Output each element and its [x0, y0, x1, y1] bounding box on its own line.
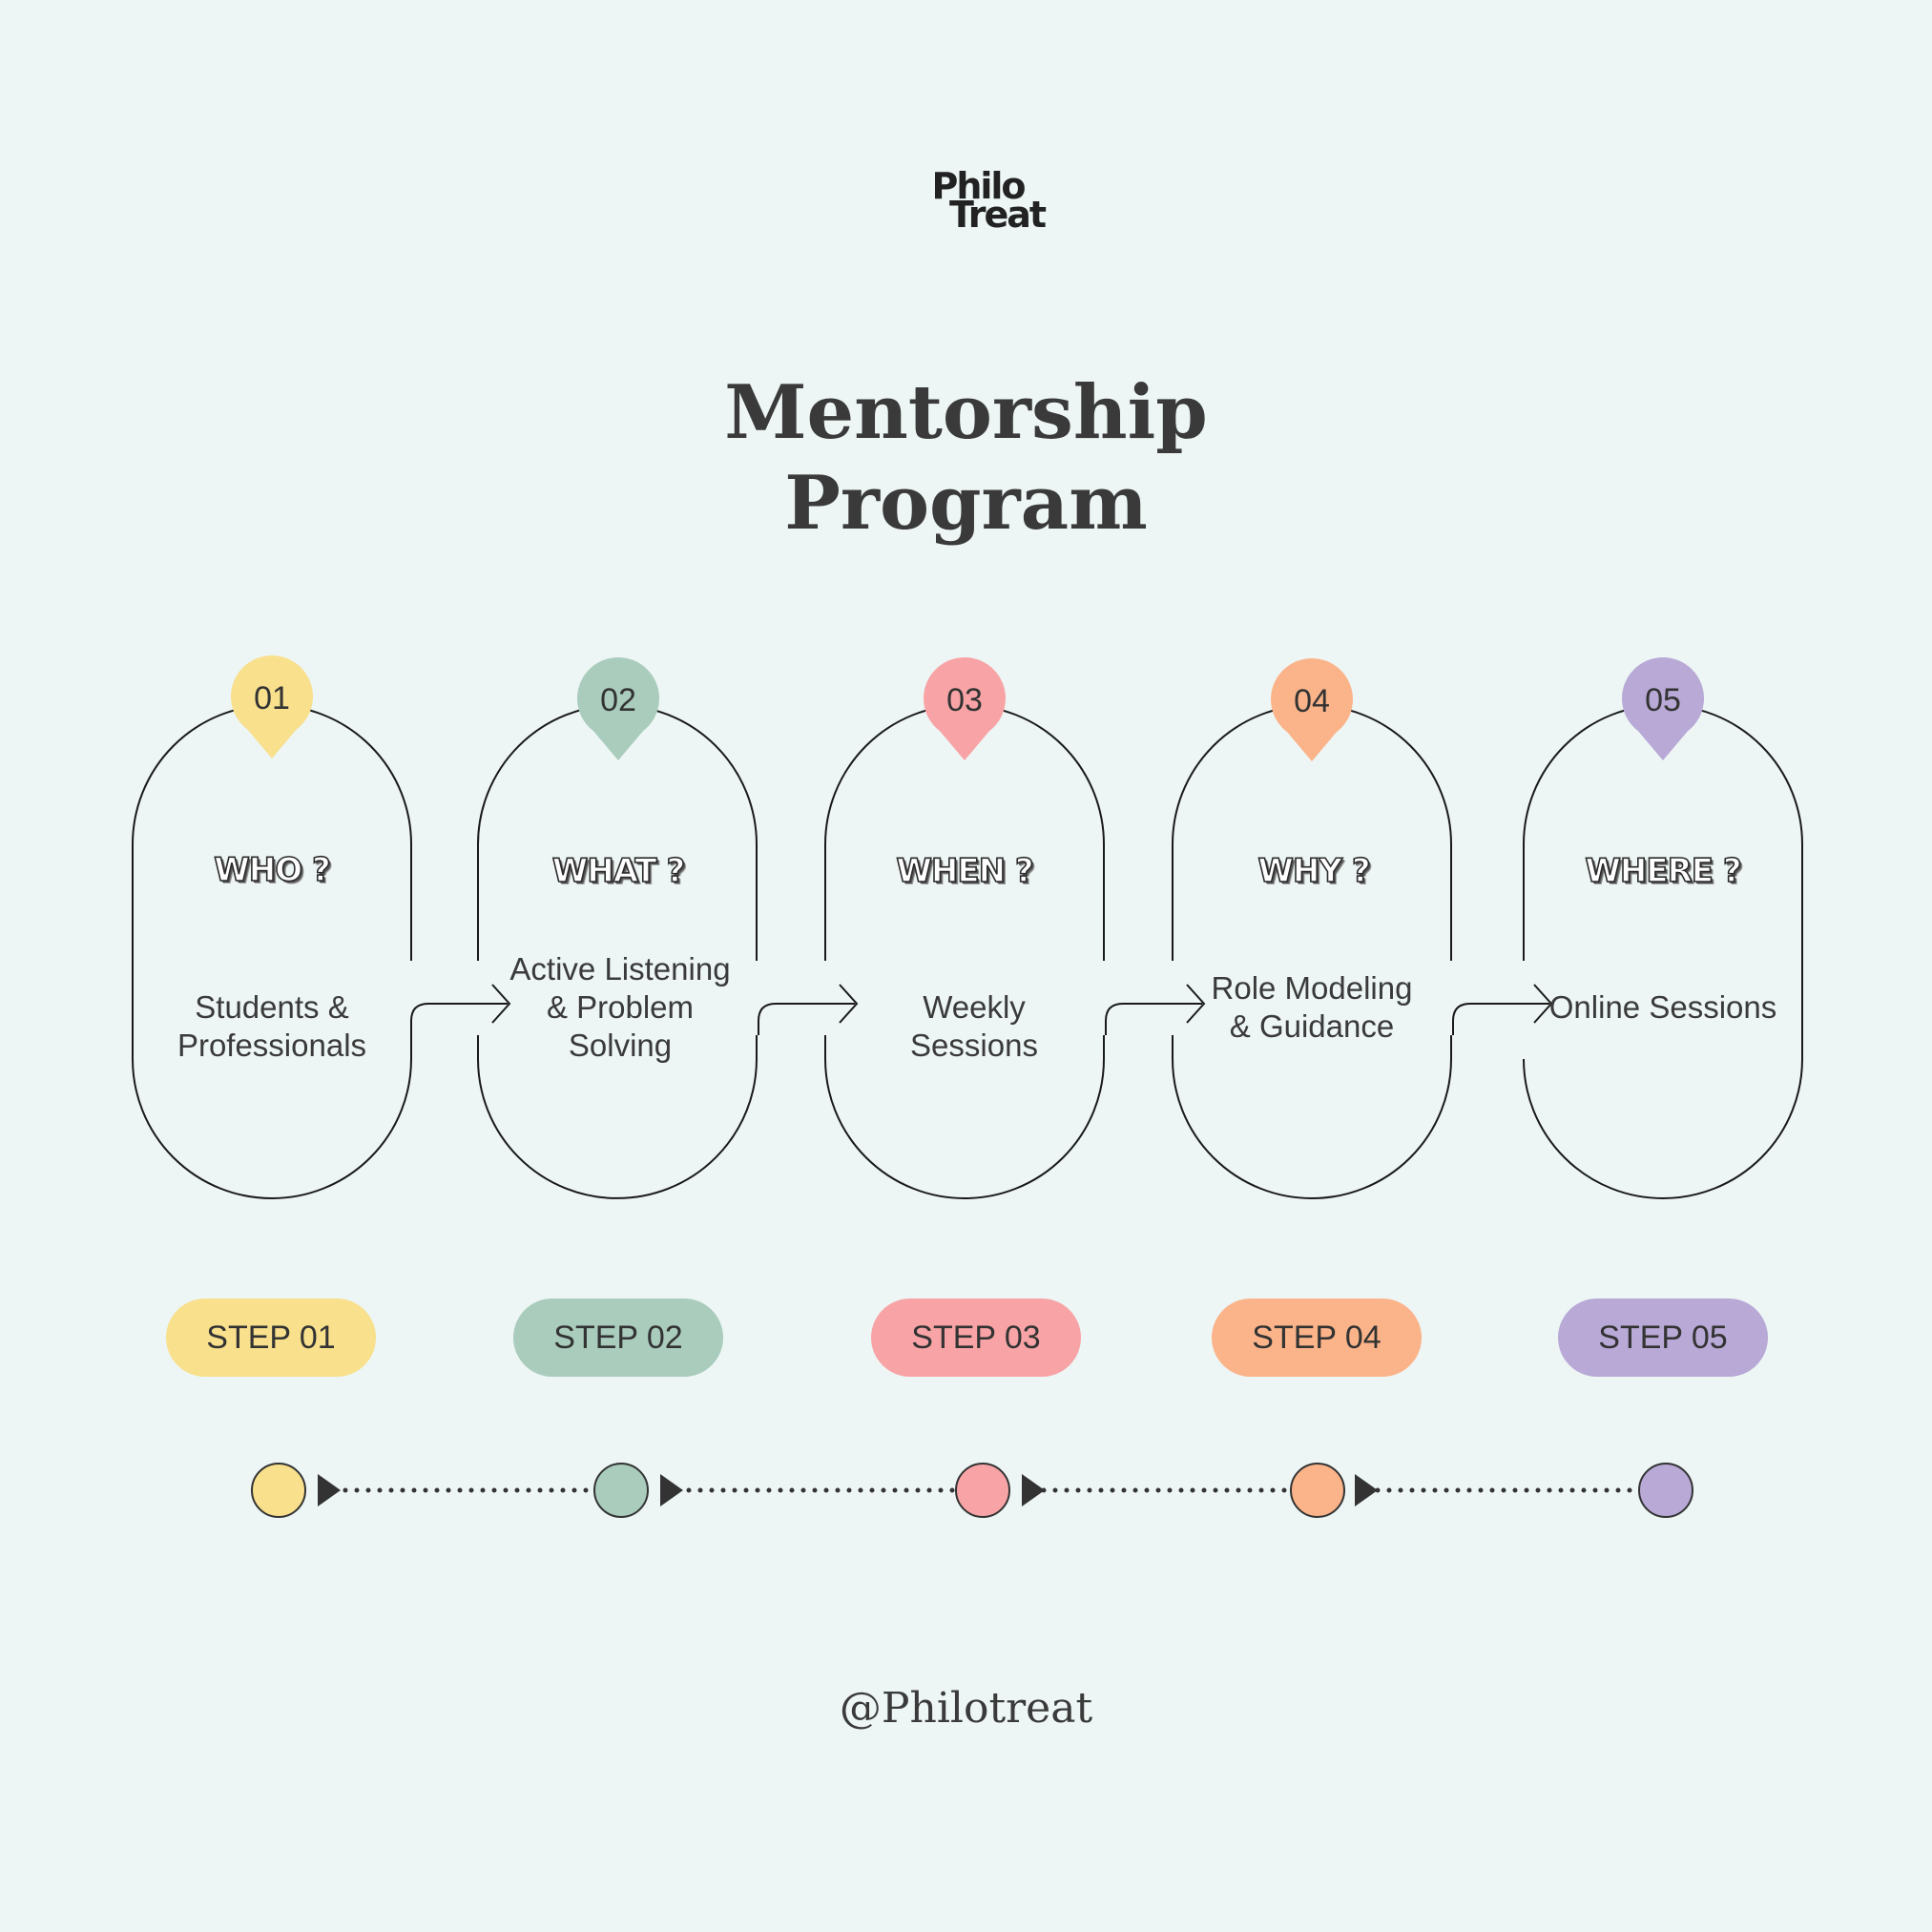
- timeline-arrow-2: [660, 1474, 683, 1506]
- step-2-pill: STEP 02: [513, 1298, 723, 1377]
- step-4-pill: STEP 04: [1212, 1298, 1422, 1377]
- page-title: Mentorship Program: [0, 367, 1932, 549]
- badge-step-3: [924, 657, 1006, 760]
- brand-logo: Philo Treat: [878, 168, 1078, 236]
- step-1-question: WHO ?: [213, 850, 331, 890]
- timeline-dot-2: [593, 1463, 649, 1518]
- step-3-outline: [824, 704, 1105, 1199]
- title-line-1: Mentorship: [724, 369, 1208, 456]
- step-2-question: WHAT ?: [551, 851, 686, 891]
- timeline-arrow-4: [1355, 1474, 1378, 1506]
- badge-step-2: [577, 657, 659, 760]
- step-1-description: Students & Professionals: [177, 989, 367, 1063]
- connector-3-4: [1105, 984, 1206, 1035]
- step-5-pill: STEP 05: [1558, 1298, 1768, 1377]
- step-1-outline: [132, 704, 412, 1199]
- social-handle: @Philotreat: [839, 1684, 1093, 1733]
- timeline-arrow-1: [318, 1474, 341, 1506]
- connector-4-5: [1452, 984, 1553, 1035]
- step-4-number: 04: [1294, 683, 1330, 719]
- timeline-arrow-3: [1022, 1474, 1045, 1506]
- connector-2-3: [758, 984, 859, 1035]
- timeline-dot-4: [1290, 1463, 1345, 1518]
- step-4-question: WHY ?: [1257, 851, 1372, 891]
- step-5-question: WHERE ?: [1585, 851, 1743, 891]
- connector-1-2: [410, 984, 511, 1035]
- step-3-description: Weekly Sessions: [910, 989, 1038, 1063]
- timeline-dot-1: [251, 1463, 306, 1518]
- timeline-dot-3: [955, 1463, 1010, 1518]
- timeline-dot-5: [1638, 1463, 1693, 1518]
- badge-step-5: [1622, 657, 1704, 760]
- logo-line-1: Philo: [931, 165, 1026, 207]
- step-1-pill: STEP 01: [166, 1298, 376, 1377]
- step-4-description: Role Modeling & Guidance: [1211, 970, 1413, 1044]
- step-4-outline: [1172, 704, 1452, 1199]
- title-line-2: Program: [784, 460, 1148, 547]
- badge-step-4: [1271, 658, 1353, 761]
- logo-line-2: Treat: [948, 194, 1047, 236]
- step-3-number: 03: [946, 682, 983, 718]
- step-5-description: Online Sessions: [1548, 989, 1777, 1025]
- step-1-number: 01: [254, 680, 290, 717]
- step-3-pill: STEP 03: [871, 1298, 1081, 1377]
- step-5-number: 05: [1645, 682, 1681, 718]
- step-2-description: Active Listening & Problem Solving: [509, 951, 731, 1063]
- step-3-question: WHEN ?: [896, 851, 1035, 891]
- step-5-outline: [1523, 704, 1803, 1199]
- badge-step-1: [231, 655, 313, 758]
- step-2-number: 02: [600, 682, 636, 718]
